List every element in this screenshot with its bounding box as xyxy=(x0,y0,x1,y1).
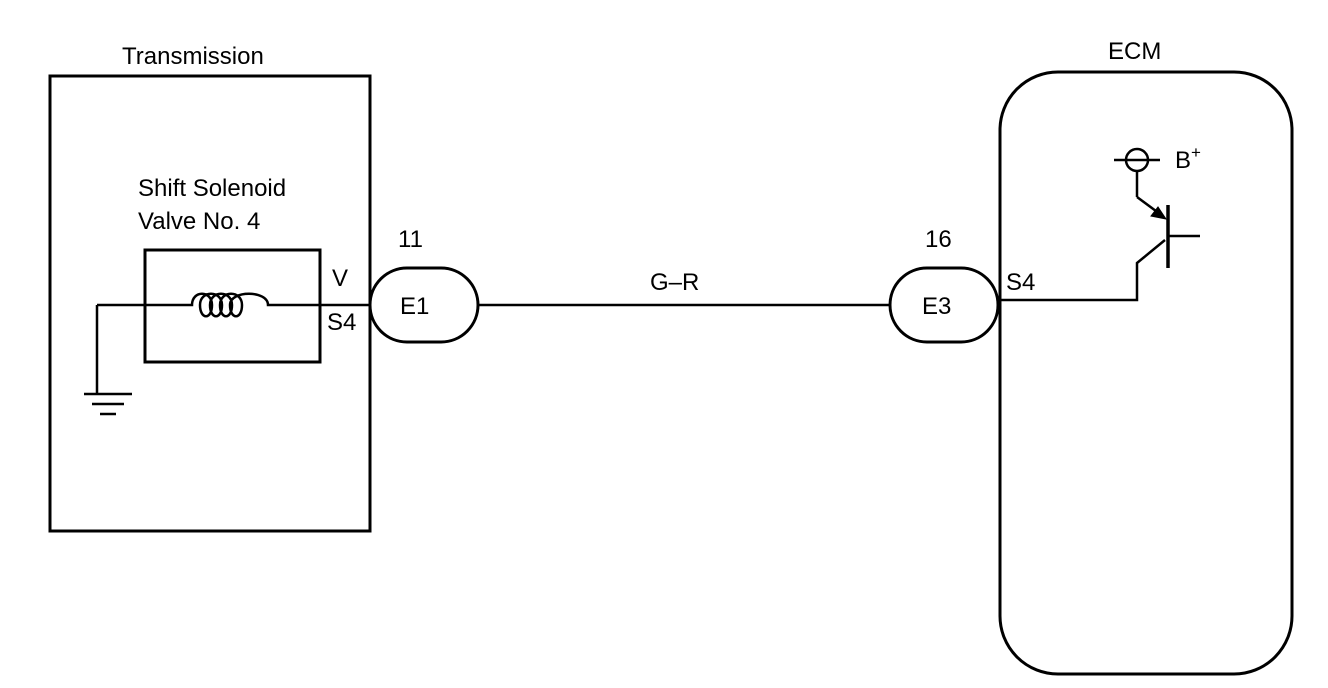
supply-terminal-icon xyxy=(1114,147,1160,173)
ecm-label: ECM xyxy=(1108,38,1161,65)
connector-e3 xyxy=(888,266,1000,344)
solenoid-label-line2: Valve No. 4 xyxy=(138,208,260,235)
ecm-internal-wire xyxy=(998,239,1166,302)
wire-color-code: G–R xyxy=(650,269,699,296)
ground-icon xyxy=(84,392,132,416)
transmission-wire-color: V xyxy=(332,265,348,292)
connector-e3-name: E3 xyxy=(922,293,951,320)
solenoid-label-line1: Shift Solenoid xyxy=(138,175,286,202)
connector-e1-name: E1 xyxy=(400,293,429,320)
transistor-icon xyxy=(1135,172,1200,268)
ecm-pin-name: S4 xyxy=(1006,269,1035,296)
transmission-pin-name: S4 xyxy=(327,309,356,336)
coil-icon xyxy=(97,292,370,318)
ecm-box xyxy=(998,70,1294,676)
connector-e1-pin: 11 xyxy=(398,226,423,253)
supply-label: B+ xyxy=(1175,143,1201,174)
transmission-label: Transmission xyxy=(122,43,264,70)
connector-e3-pin: 16 xyxy=(925,226,952,253)
